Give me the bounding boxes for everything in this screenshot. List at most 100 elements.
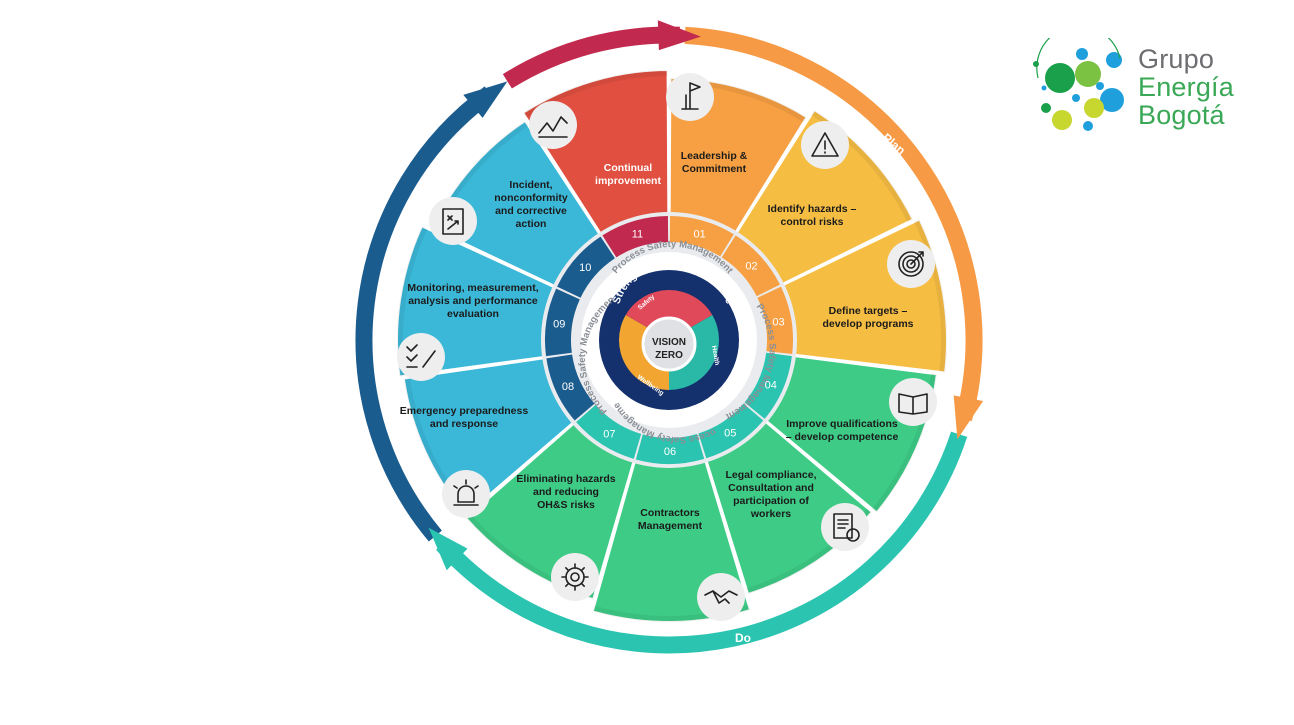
- icon-shape: [898, 251, 924, 277]
- phase-label-act: Act: [581, 58, 603, 76]
- segment-label-line: Management: [638, 520, 703, 532]
- segment-edge-08: [403, 377, 471, 515]
- segment-number-10: 10: [579, 262, 591, 274]
- vision-zero-core: [641, 316, 697, 372]
- icon-bg: [529, 101, 577, 149]
- segment-label-line: Commitment: [682, 163, 747, 175]
- segment-label-line: action: [516, 218, 547, 230]
- segment-label-line: participation of: [733, 495, 809, 507]
- segment-label-line: Monitoring, measurement,: [407, 282, 538, 294]
- segment-number-07: 07: [603, 429, 615, 441]
- icon-shape: [833, 513, 853, 539]
- segment-label-line: OH&S risks: [537, 499, 595, 511]
- segment-label-line: Contractors: [640, 507, 700, 519]
- icon-shape: [906, 259, 916, 269]
- vision-zero-line2: ZERO: [655, 350, 683, 361]
- segment-label-line: – develop competence: [786, 431, 899, 443]
- segment-label-line: nonconformity: [494, 192, 568, 204]
- icon-shape: [580, 567, 585, 572]
- icon-shape: [406, 344, 436, 368]
- icon-shape: [538, 116, 568, 138]
- segment-label-line: Consultation and: [728, 482, 814, 494]
- segment-label-line: Eliminating hazards: [516, 473, 615, 485]
- number-band-07: [576, 404, 642, 459]
- book-icon: [889, 378, 937, 426]
- icon-shape: [565, 567, 570, 572]
- warning-icon: [801, 121, 849, 169]
- grupo-energia-bogota-logo: Grupo Energía Bogotá: [1030, 25, 1270, 138]
- number-band-11: [602, 216, 669, 258]
- segment-label-line: Leadership &: [681, 150, 748, 162]
- segment-label-line: Incident,: [509, 179, 552, 191]
- segment-label-line: Continual: [604, 162, 652, 174]
- trend-chart-icon: [529, 101, 577, 149]
- segment-label-line: Define targets –: [829, 305, 908, 317]
- icon-shape: [704, 590, 738, 604]
- segment-edge-03: [914, 219, 947, 373]
- phase-label-do: Do: [735, 631, 751, 645]
- segment-label-03: Define targets –develop programs: [822, 305, 913, 330]
- segment-number-01: 01: [693, 228, 705, 240]
- icon-shape: [681, 82, 701, 110]
- segment-number-03: 03: [772, 317, 784, 329]
- icon-shape: [570, 572, 580, 582]
- vision-zero-line1: VISION: [652, 337, 686, 348]
- phase-arc-plan: [684, 26, 983, 422]
- segment-label-04: Improve qualifications– develop competen…: [786, 418, 899, 443]
- segment-label-line: Identify hazards –: [768, 203, 857, 215]
- icon-shape: [910, 251, 924, 265]
- logo-text-bogota: Bogotá: [1138, 100, 1225, 130]
- segment-label-line: evaluation: [447, 308, 499, 320]
- logo-text-energia: Energía: [1138, 72, 1234, 102]
- segment-number-06: 06: [664, 446, 676, 458]
- icon-shape: [580, 582, 585, 587]
- do-arrow-head: [428, 527, 468, 571]
- segment-number-05: 05: [724, 428, 736, 440]
- target-icon: [887, 240, 935, 288]
- handshake-icon: [697, 573, 745, 621]
- segment-label-line: Improve qualifications: [786, 418, 898, 430]
- segment-label-01: Leadership &Commitment: [681, 150, 748, 175]
- segment-label-line: develop programs: [822, 318, 913, 330]
- gear-icon: [551, 553, 599, 601]
- segment-label-line: Legal compliance,: [725, 469, 816, 481]
- segment-number-02: 02: [745, 261, 757, 273]
- number-band-04: [744, 352, 792, 419]
- icon-shape: [442, 208, 464, 235]
- segment-label-02: Identify hazards –control risks: [768, 203, 857, 228]
- number-band-10: [557, 236, 615, 298]
- segment-label-line: and reducing: [533, 486, 599, 498]
- logo-dots-icon: [1033, 25, 1124, 131]
- core-label-health: Health: [710, 345, 720, 366]
- alarm-light-icon: [442, 470, 490, 518]
- icon-shape: [902, 255, 920, 273]
- number-band-05: [698, 403, 764, 459]
- certificate-icon: [821, 503, 869, 551]
- segment-label-line: and corrective: [495, 205, 567, 217]
- number-band-09: [545, 288, 580, 357]
- icon-bg: [442, 470, 490, 518]
- icon-bg: [429, 197, 477, 245]
- icon-bg: [821, 503, 869, 551]
- segment-label-09: Monitoring, measurement,analysis and per…: [407, 282, 538, 320]
- segment-label-line: Emergency preparedness: [400, 405, 529, 417]
- icon-bg: [397, 333, 445, 381]
- logo-text-grupo: Grupo: [1138, 44, 1215, 74]
- icon-shape: [898, 393, 928, 415]
- clipboard-plan-icon: [429, 197, 477, 245]
- icon-shape: [447, 215, 459, 230]
- segment-edge-05: [746, 508, 872, 594]
- act-arrow-head: [657, 20, 701, 51]
- segment-edge-11: [523, 70, 668, 118]
- segment-number-11: 11: [632, 229, 643, 241]
- segment-label-line: and response: [430, 418, 498, 430]
- icon-shape: [565, 582, 570, 587]
- segment-label-line: analysis and performance: [408, 295, 538, 307]
